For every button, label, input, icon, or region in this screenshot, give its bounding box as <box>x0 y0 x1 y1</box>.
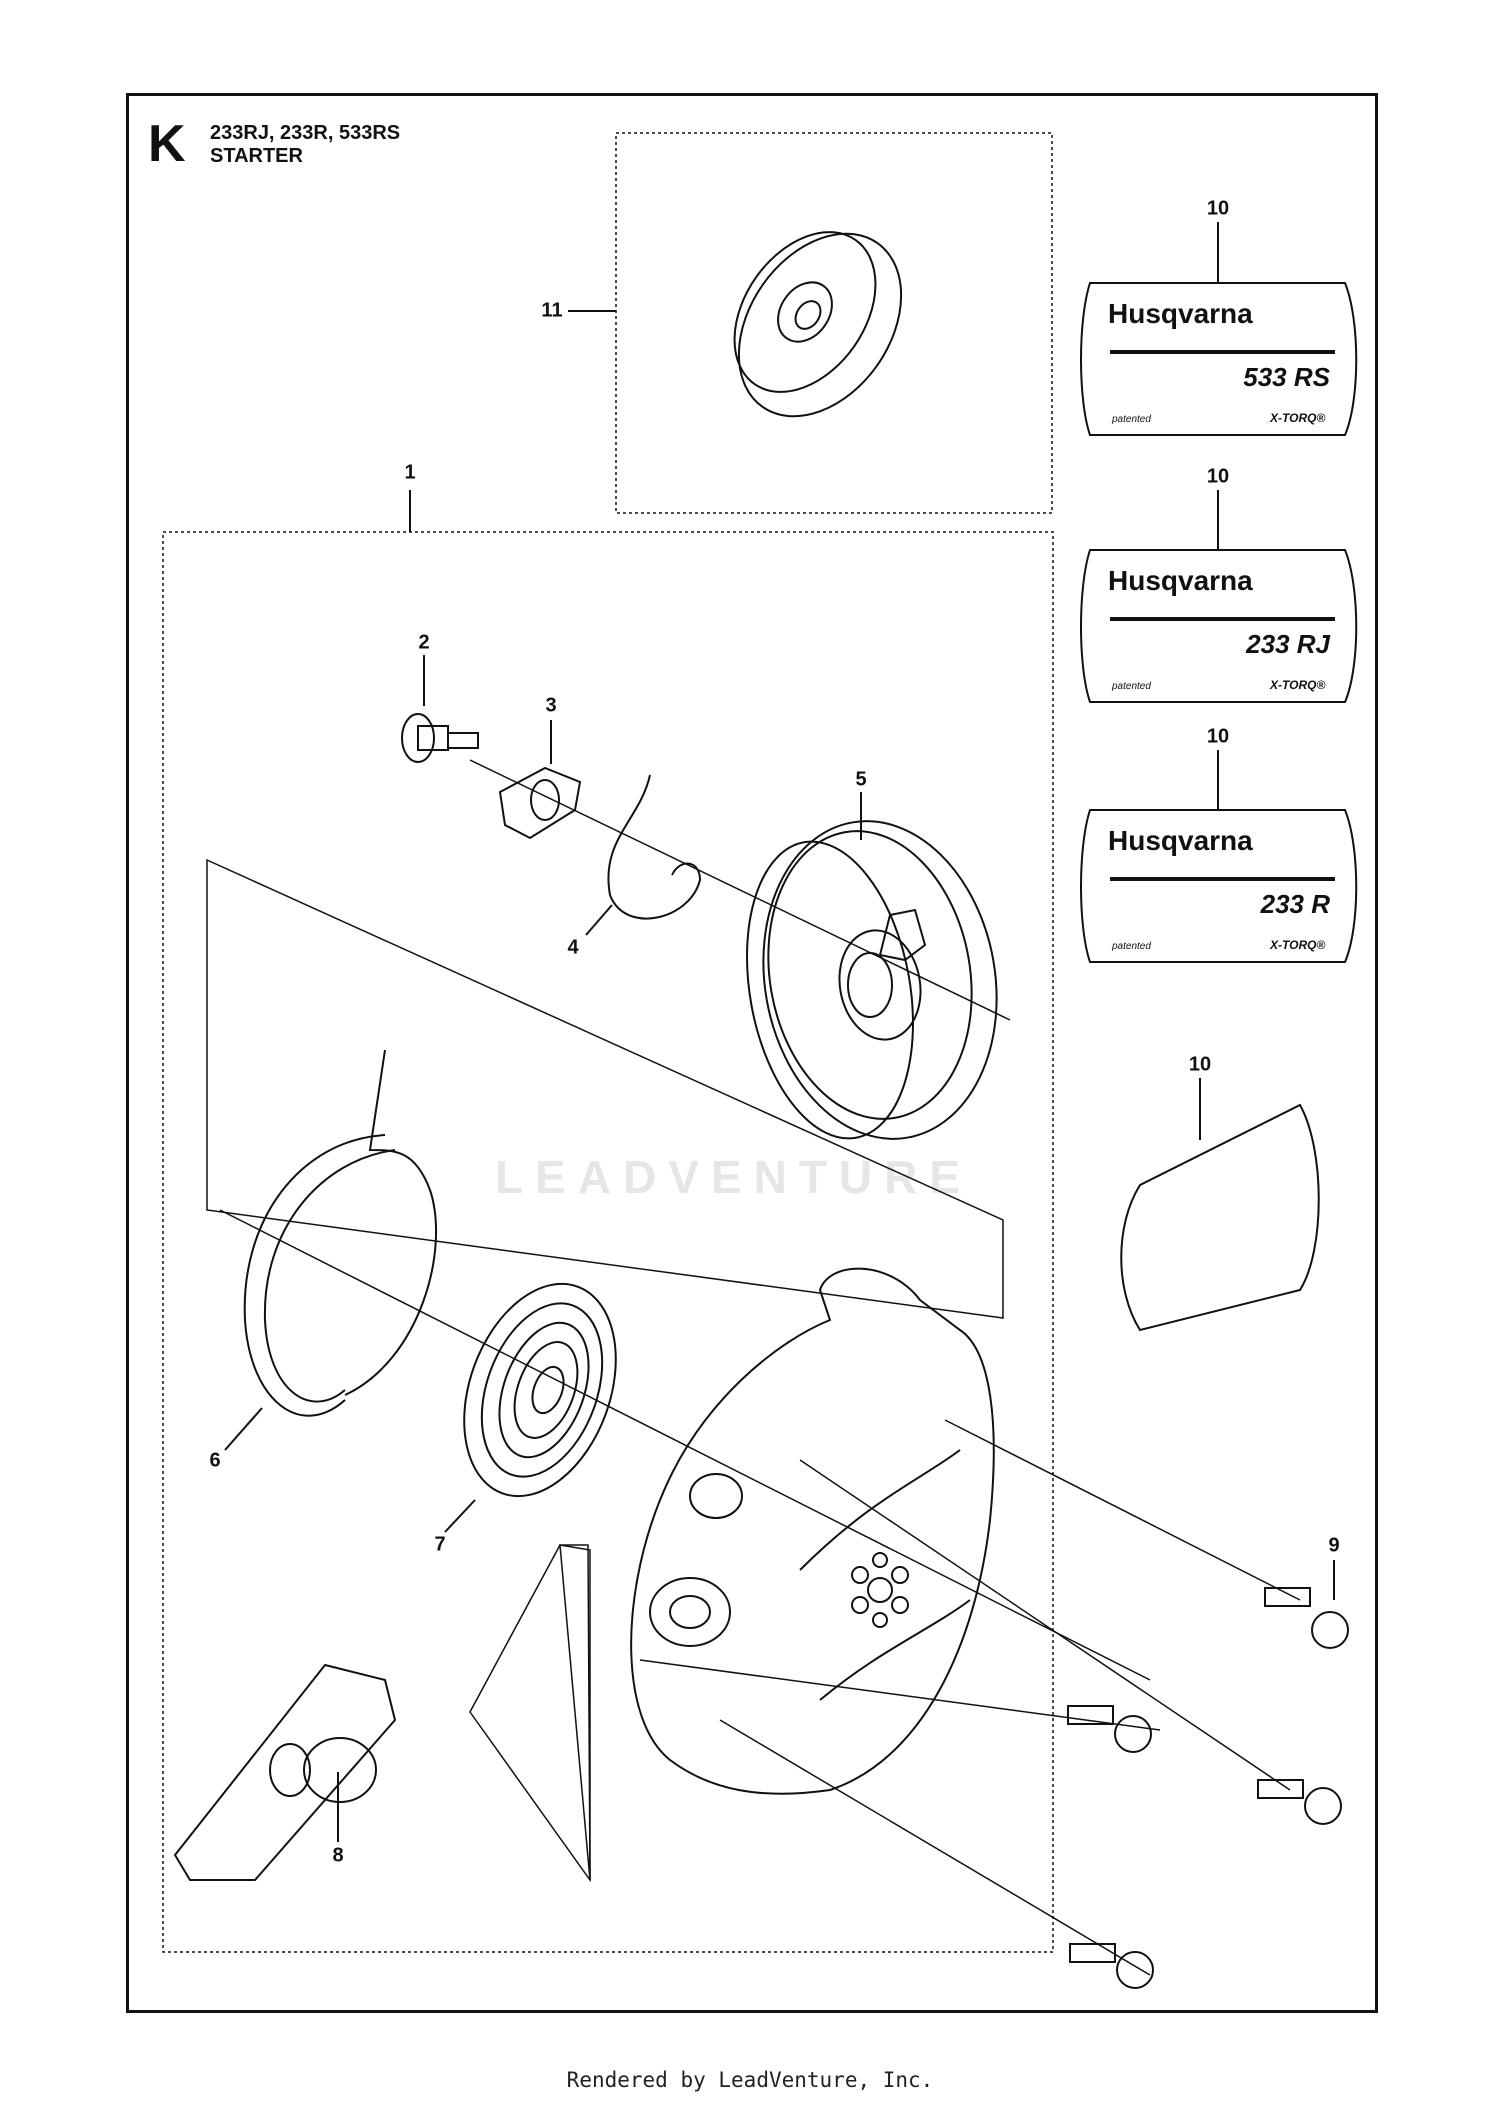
axis-line-screw-4 <box>719 1719 1151 1976</box>
decal-3-model: 233 R <box>1260 889 1330 919</box>
callout-6: 6 <box>209 1449 221 1472</box>
decal-1-model: 533 RS <box>1243 362 1330 392</box>
callout-10-a: 10 <box>1206 197 1230 220</box>
leader-6 <box>224 1407 263 1451</box>
part-7-recoil-spring <box>463 1282 617 1498</box>
watermark: LEADVENTURE <box>495 1151 973 1203</box>
decal-3-left-note: patented <box>1112 941 1151 952</box>
decal-2 <box>1080 549 1358 703</box>
assembly-plane-upper <box>206 858 1004 1319</box>
section-title: 233RJ, 233R, 533RS STARTER <box>210 122 400 168</box>
starter-housing <box>630 1267 995 1795</box>
decal-3-right-note: X-TORQ® <box>1270 938 1326 952</box>
axis-line-top <box>469 759 1011 1021</box>
callout-2: 2 <box>418 631 430 654</box>
callout-10-d: 10 <box>1188 1053 1212 1076</box>
decal-1 <box>1080 282 1358 436</box>
decal-1-right-note: X-TORQ® <box>1270 411 1326 425</box>
decal-1-brand: Husqvarna <box>1108 298 1253 329</box>
decal-3 <box>1080 809 1358 963</box>
part-5-pulley <box>746 820 998 1140</box>
callout-3: 3 <box>545 694 557 717</box>
callout-8: 8 <box>332 1844 344 1867</box>
leader-7 <box>444 1499 476 1533</box>
model-list: 233RJ, 233R, 533RS <box>210 122 401 144</box>
part-4-clip <box>607 774 702 920</box>
callout-9: 9 <box>1328 1534 1340 1557</box>
axis-line-screw-2 <box>639 1659 1161 1731</box>
assembly-title: STARTER <box>210 145 303 167</box>
part-3-ratchet <box>498 766 582 840</box>
axis-line-screw-1 <box>944 1419 1301 1601</box>
decal-2-brand: Husqvarna <box>1108 565 1253 596</box>
assembly-plane-lower <box>469 1544 591 1883</box>
decal-1-left-note: patented <box>1112 414 1151 425</box>
decal-2-model: 233 RJ <box>1246 629 1330 659</box>
part-1-box <box>162 531 1054 1953</box>
callout-10-b: 10 <box>1206 465 1230 488</box>
callout-1: 1 <box>404 461 416 484</box>
part-6-rope <box>243 1049 437 1417</box>
decal-blank <box>1120 1103 1320 1332</box>
section-letter: K <box>148 115 186 173</box>
diagram-frame <box>126 93 1378 2013</box>
footer-credit: Rendered by LeadVenture, Inc. <box>566 2068 934 2092</box>
part-11-box <box>615 132 1053 514</box>
callout-4: 4 <box>567 936 579 959</box>
callout-7: 7 <box>434 1533 446 1556</box>
axis-line-main <box>219 1209 1151 1681</box>
axis-line-screw-3 <box>799 1459 1291 1791</box>
part-11-cup <box>733 231 903 418</box>
screw-3 <box>1257 1779 1342 1825</box>
callout-10-c: 10 <box>1206 725 1230 748</box>
decal-2-left-note: patented <box>1112 681 1151 692</box>
callout-5: 5 <box>855 768 867 791</box>
assembly-plane-lower-edge <box>559 1544 591 1881</box>
screw-1 <box>1264 1587 1349 1649</box>
callout-11: 11 <box>541 299 563 322</box>
leader-4 <box>585 904 613 936</box>
decal-2-right-note: X-TORQ® <box>1270 678 1326 692</box>
screw-4 <box>1069 1943 1154 1989</box>
screw-2 <box>1067 1705 1152 1753</box>
part-8-handle <box>173 1663 397 1881</box>
part-9-screws <box>1067 1587 1349 1989</box>
part-2-bolt <box>401 713 479 763</box>
decal-3-brand: Husqvarna <box>1108 825 1253 856</box>
